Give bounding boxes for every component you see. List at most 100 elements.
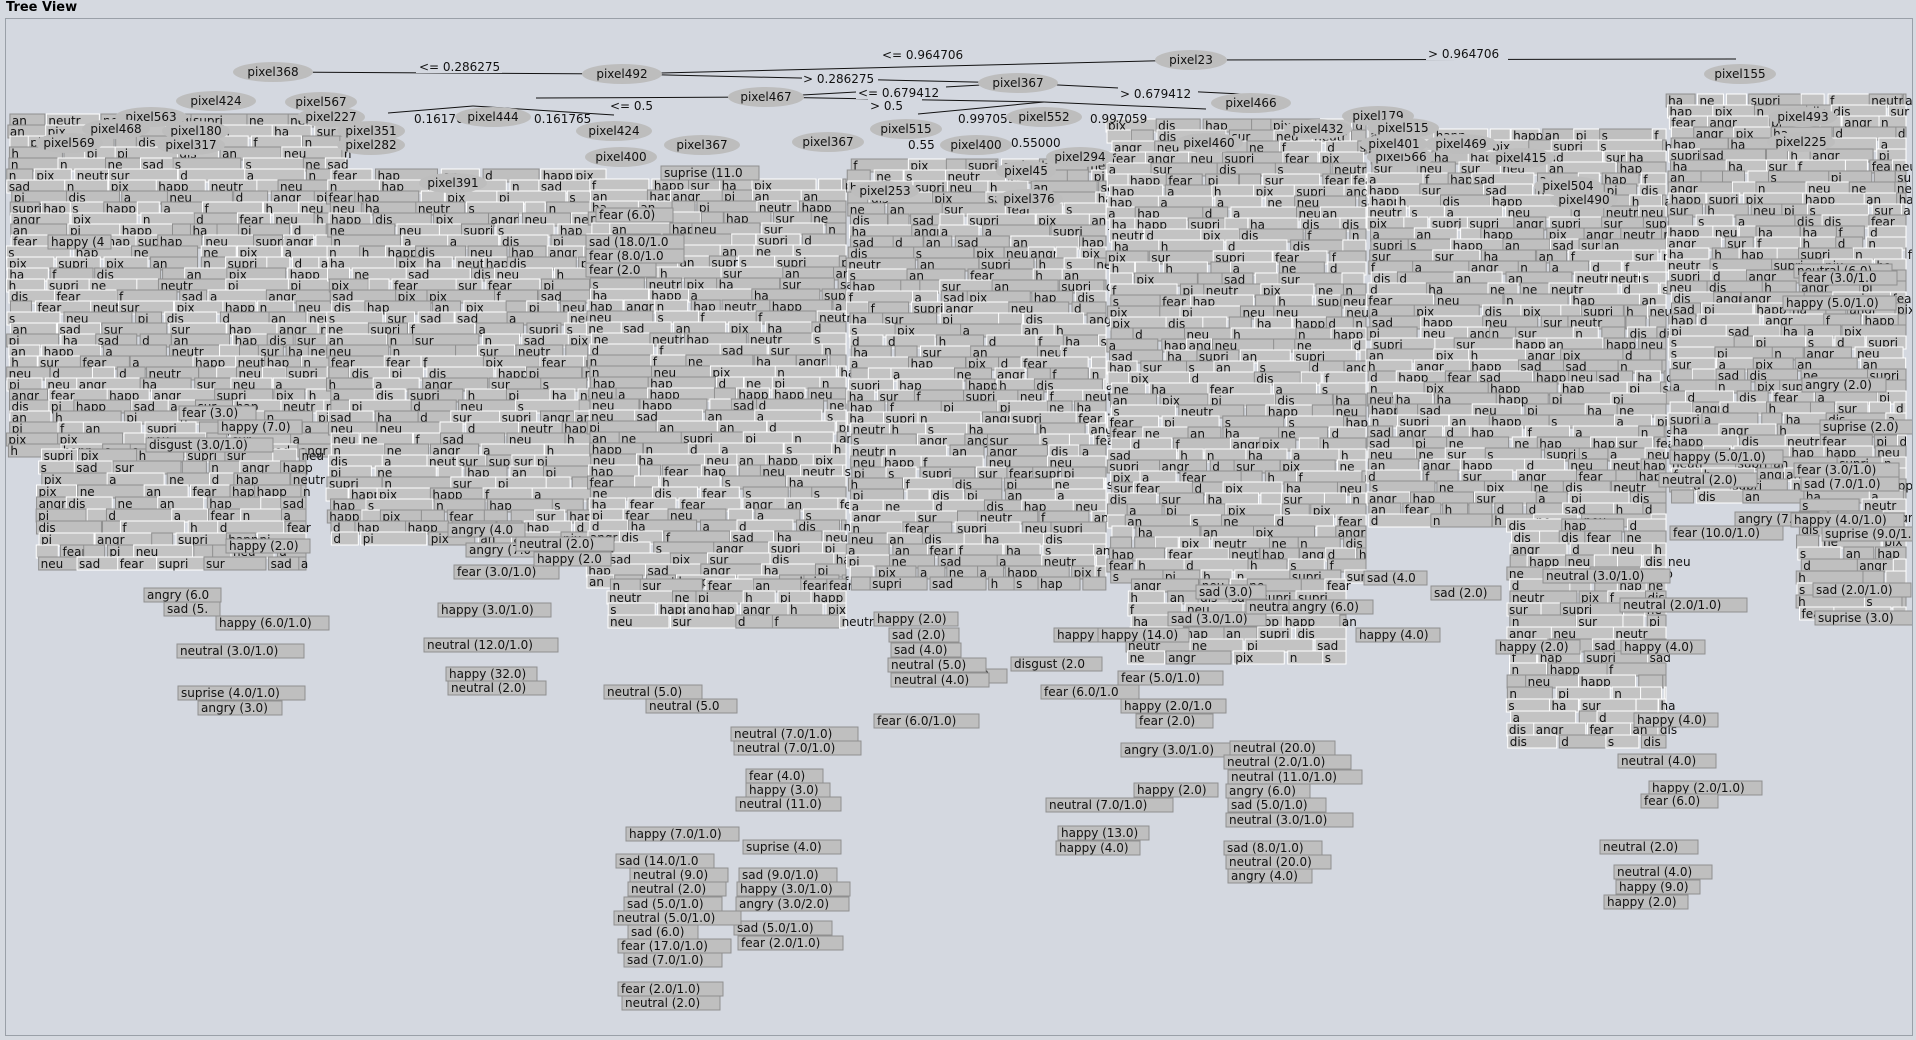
- clutter-node-text: s: [1608, 735, 1614, 749]
- leaf-node-label: happy (5.0/1.0): [1786, 296, 1879, 310]
- leaf-node-label: angry (2.0): [1805, 378, 1872, 392]
- tree-node-label: pixel490: [1558, 193, 1609, 207]
- clutter-node-text: s: [9, 312, 15, 326]
- leaf-node-label: happy (6.0/1.0): [219, 616, 312, 630]
- clutter-node-text: supri: [159, 557, 189, 571]
- clutter-node-text: s: [1016, 577, 1022, 591]
- clutter-node-text: neu: [610, 615, 633, 629]
- leaf-node-label: fear (3.0/1.0: [1802, 271, 1877, 285]
- tree-node-label: pixel294: [1054, 150, 1105, 164]
- clutter-node-text: d: [222, 312, 230, 326]
- clutter-node-text: d: [1561, 735, 1569, 749]
- leaf-node-label: happy (9.0): [1619, 880, 1689, 894]
- leaf-node-label: happy (4: [51, 235, 104, 249]
- leaf-node-label: sad (8.0/1.0): [1227, 841, 1304, 855]
- leaf-node-label: neutral (2.0): [625, 996, 700, 1010]
- tree-node-label: pixel444: [467, 110, 518, 124]
- clutter-node-text: s: [245, 158, 251, 172]
- leaf-node-label: sad (7.0/1.0): [1804, 477, 1881, 491]
- leaf-node-label: fear (5.0/1.0): [1121, 671, 1200, 685]
- leaf-node-label: happy (5.0/1.0): [1673, 450, 1766, 464]
- leaf-node-label: neutral (20.0): [1229, 855, 1312, 869]
- clutter-node-text: n: [260, 301, 268, 315]
- edge-label-l5-left: 0.997059: [958, 112, 1015, 126]
- tree-node-label: pixel469: [1435, 137, 1486, 151]
- leaf-node-label: disgust (3.0/1.0): [149, 438, 248, 452]
- clutter-node-text: h: [991, 577, 999, 591]
- clutter-node-text: d: [294, 224, 302, 238]
- edge-label-root-right: > 0.964706: [1428, 47, 1499, 61]
- leaf-node-label: neutral (7.0/1.0): [1049, 798, 1147, 812]
- leaf-node-label: sad (4.0): [894, 643, 947, 657]
- leaf-node-label: fear (6.0): [1644, 794, 1700, 808]
- edge-label-root-left: <= 0.964706: [882, 48, 963, 62]
- clutter-node-text: dis: [1644, 735, 1661, 749]
- clutter-node-text: neu: [41, 557, 64, 571]
- clutter-node-text: n: [344, 147, 352, 161]
- tree-node-label: pixel227: [305, 110, 356, 124]
- tree-node-label: pixel317: [165, 138, 216, 152]
- clutter-node-box: [1635, 698, 1659, 713]
- clutter-node-text: pi: [363, 532, 374, 546]
- tree-node-label: pixel432: [1292, 122, 1343, 136]
- clutter-node-text: f: [52, 268, 57, 282]
- leaf-node-label: neutral (5.0/1.0): [617, 911, 715, 925]
- tree-node-label: pixel400: [595, 150, 646, 164]
- edge-l5-right: [1043, 101, 1207, 110]
- clutter-node-text: angr: [1168, 651, 1196, 665]
- leaf-node-label: happy (4.0): [1059, 841, 1129, 855]
- clutter-node-text: a: [164, 202, 171, 216]
- clutter-node-box: [850, 576, 872, 591]
- clutter-node-text: n: [309, 169, 317, 183]
- tree-node-label: pixel515: [1377, 121, 1428, 135]
- clutter-node-box: [181, 460, 207, 475]
- leaf-node-label: angry (6.0): [1229, 784, 1296, 798]
- clutter-node-box: [1540, 602, 1564, 617]
- clutter-node-text: s: [1113, 570, 1119, 584]
- leaf-node-label: sad (5.0/1.0): [737, 921, 814, 935]
- tree-node-label: pixel569: [43, 136, 94, 150]
- leaf-node-label: suprise (2.0): [1823, 420, 1899, 434]
- clutter-node-text: neutr: [842, 615, 874, 629]
- edge-label-l3-right: > 0.5: [870, 99, 903, 113]
- leaf-node-label: neutral (9.0): [633, 868, 708, 882]
- tree-node-label: pixel466: [1225, 96, 1276, 110]
- clutter-node-text: d: [294, 257, 302, 271]
- clutter-node-text: pi: [14, 191, 25, 205]
- clutter-node-text: d: [196, 213, 204, 227]
- tree-node-label: pixel376: [1003, 192, 1054, 206]
- edge-label-l4-right: 0.161765: [534, 112, 591, 126]
- clutter-node-text: sur: [673, 615, 692, 629]
- leaf-node-label: suprise (3.0): [1818, 611, 1894, 625]
- leaf-node-label: sad (9.0/1.0): [742, 868, 819, 882]
- leaf-node-label: happy (7.0): [221, 420, 291, 434]
- clutter-node-box: [1606, 662, 1667, 677]
- clutter-node-text: sad: [79, 557, 100, 571]
- leaf-node-label: suprise (9.0/1.0): [1825, 527, 1912, 541]
- clutter-node-text: sur: [206, 557, 225, 571]
- leaf-node-label: happy (2.0): [1607, 895, 1677, 909]
- leaf-node-label: neutral (5.0): [891, 658, 966, 672]
- clutter-node-box: [86, 508, 108, 523]
- clutter-node-text: a: [301, 557, 308, 571]
- edge-label-l6-left: 0.55: [908, 138, 935, 152]
- leaf-node-label: suprise (4.0): [746, 840, 822, 854]
- clutter-node-text: n: [305, 136, 313, 150]
- leaf-node-label: sad (3.0): [1199, 585, 1252, 599]
- tree-node-label: pixel401: [1368, 137, 1419, 151]
- leaf-node-label: neutral (2.0): [1662, 473, 1737, 487]
- edge-label-l2-right: > 0.679412: [1120, 87, 1191, 101]
- edge-label-l5-right: 0.997059: [1090, 112, 1147, 126]
- clutter-node-text: pi: [70, 224, 81, 238]
- clutter-node-text: s: [175, 158, 181, 172]
- clutter-node-box: [771, 614, 841, 629]
- leaf-node-label: happy (2.0/1.0): [1652, 781, 1745, 795]
- clutter-node-box: [1892, 558, 1907, 573]
- clutter-node-text: n: [1290, 651, 1298, 665]
- window-title: Tree View: [6, 0, 78, 15]
- clutter-node-text: d: [236, 191, 244, 205]
- leaf-node-label: neutral (7.0/1.0): [737, 741, 835, 755]
- leaf-node-label: happy (3.0/1.0): [740, 882, 833, 896]
- leaf-node-label: neutral (11.0/1.0): [1231, 770, 1337, 784]
- tree-canvas[interactable]: anneutrneangrsuprineneutrfearanpixahnhas…: [5, 18, 1913, 1036]
